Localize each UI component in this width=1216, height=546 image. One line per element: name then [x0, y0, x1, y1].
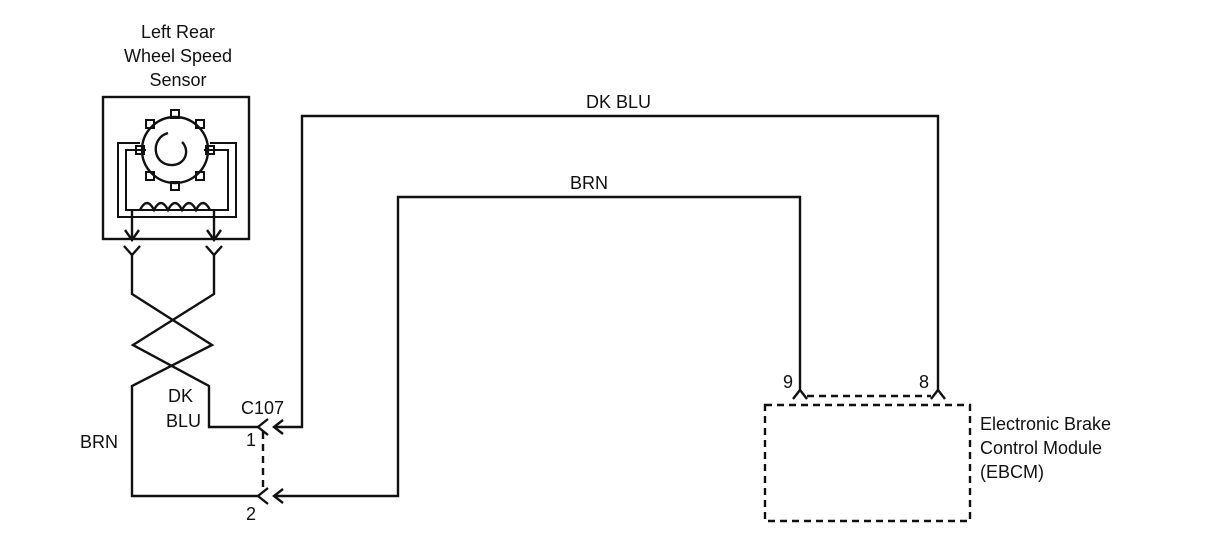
- ebcm-pin-8-label: 8: [919, 372, 929, 392]
- connector-c107-pin-2: 2: [246, 504, 256, 524]
- wheel-speed-sensor: [101, 95, 251, 243]
- sensor-title-line3: Sensor: [149, 70, 206, 90]
- sensor-coil-bracket-inner: [125, 149, 229, 211]
- twisted-pair-wire-a: [130, 255, 258, 498]
- twisted-pair-wire-b: [130, 255, 258, 429]
- sensor-coil-bracket: [117, 142, 237, 218]
- wire-label-dk-left-line2: BLU: [166, 411, 201, 431]
- sensor-connector-pin-left: [123, 245, 141, 257]
- sensor-terminal-arrow-left: [124, 229, 140, 243]
- wire-dk-blu: [274, 114, 940, 429]
- sensor-coil-icon: [138, 201, 212, 213]
- ebcm-pin-9-terminal: [792, 388, 808, 400]
- ebcm-module: 9 8 Electronic Brake Control Module (EBC…: [763, 372, 1111, 523]
- sensor-connector-pin-right: [205, 245, 223, 257]
- ebcm-title-line1: Electronic Brake: [980, 414, 1111, 434]
- ebcm-pin-8-terminal: [930, 388, 946, 400]
- tone-wheel-icon: [135, 109, 215, 191]
- wire-label-dk-left-line1: DK: [168, 386, 193, 406]
- connector-c107-label: C107: [241, 398, 284, 418]
- ebcm-title-line2: Control Module: [980, 438, 1102, 458]
- c107-pin-2-female: [256, 487, 269, 505]
- wire-label-brn-left: BRN: [80, 432, 118, 452]
- ebcm-pin-9-label: 9: [783, 372, 793, 392]
- wire-brn: [274, 195, 802, 498]
- sensor-title-line1: Left Rear: [141, 22, 215, 42]
- wire-label-brn-top: BRN: [570, 173, 608, 193]
- c107-pin-1-female: [256, 418, 269, 436]
- wire-label-dk-blu-top: DK BLU: [586, 92, 651, 112]
- connector-c107: C107 1 2: [241, 398, 284, 524]
- sensor-terminal-arrow-right: [206, 229, 222, 243]
- ebcm-housing: [763, 403, 972, 523]
- sensor-title-line2: Wheel Speed: [124, 46, 232, 66]
- sensor-housing: [101, 95, 251, 241]
- connector-c107-pin-1: 1: [246, 430, 256, 450]
- ebcm-title-line3: (EBCM): [980, 462, 1044, 482]
